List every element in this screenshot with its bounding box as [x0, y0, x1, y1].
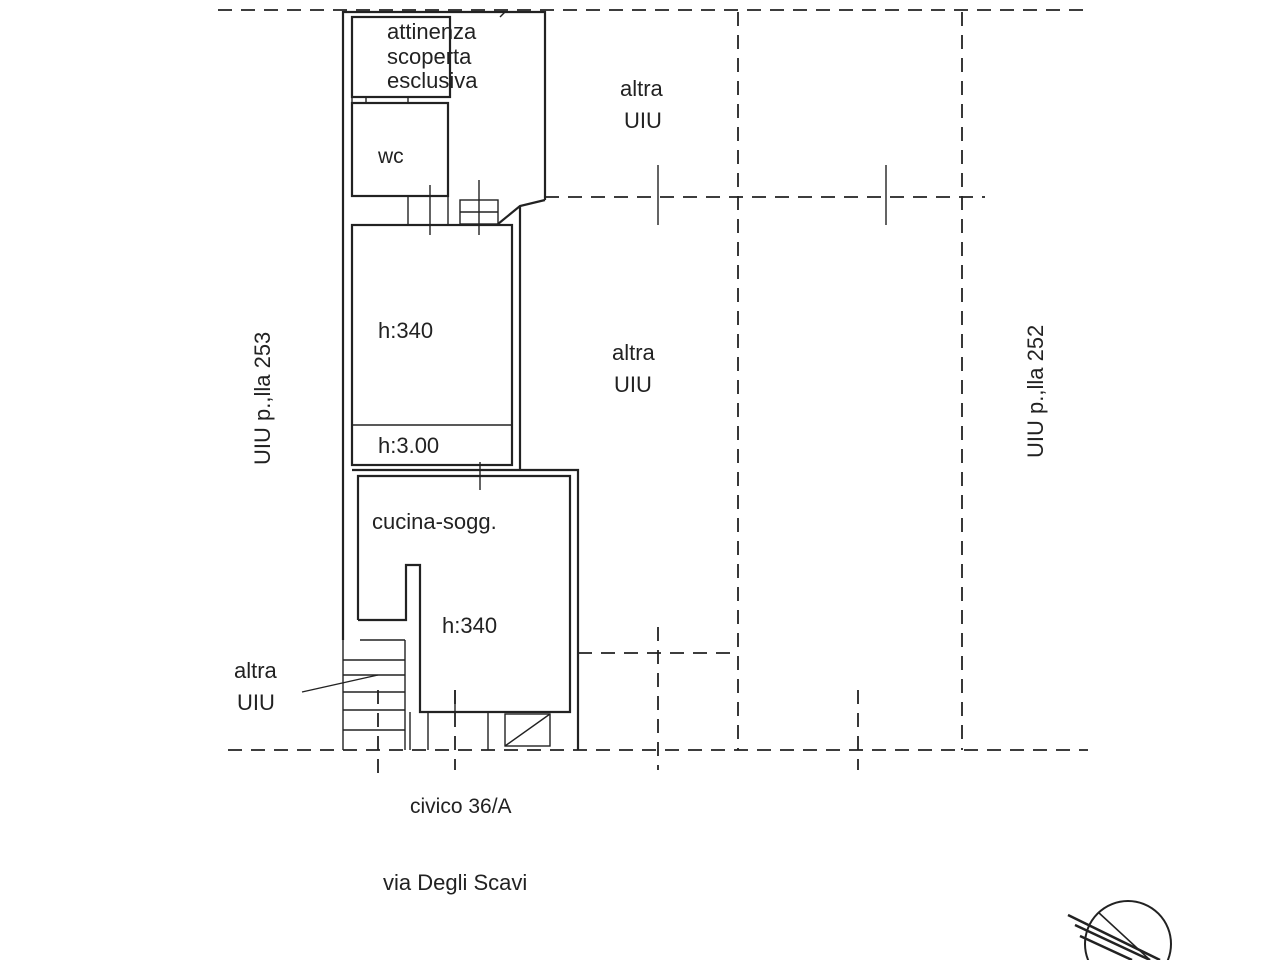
altra-uiu-mid-line2: UIU: [614, 372, 652, 397]
uiu-right-label: UIU p.,lla 252: [1023, 325, 1048, 458]
kitchen-room: [352, 468, 580, 750]
kitchen-label: cucina-sogg.: [372, 509, 497, 534]
street-label: via Degli Scavi: [383, 870, 527, 895]
attinenza-label-line3: esclusiva: [387, 68, 478, 93]
altra-uiu-top-line1: altra: [620, 76, 664, 101]
altra-uiu-left-line1: altra: [234, 658, 278, 683]
attinenza-label-line2: scoperta: [387, 44, 472, 69]
altra-uiu-top-line2: UIU: [624, 108, 662, 133]
plan-labels: attinenza scoperta esclusiva altra UIU w…: [234, 19, 1048, 895]
property-boundaries: [218, 9, 1088, 775]
left-stair: [301, 639, 406, 750]
uiu-left-label: UIU p.,lla 253: [250, 332, 275, 465]
room-height-alt-label: h:3.00: [378, 433, 439, 458]
wc-room: [350, 101, 546, 235]
attinenza-label-line1: attinenza: [387, 19, 477, 44]
room-height-label: h:340: [378, 318, 433, 343]
north-arrow-icon: [1067, 900, 1172, 960]
altra-uiu-left-line2: UIU: [237, 690, 275, 715]
kitchen-height-label: h:340: [442, 613, 497, 638]
altra-uiu-mid-line1: altra: [612, 340, 656, 365]
central-room: [341, 200, 522, 640]
wc-label: wc: [377, 145, 404, 168]
civico-label: civico 36/A: [410, 795, 512, 818]
